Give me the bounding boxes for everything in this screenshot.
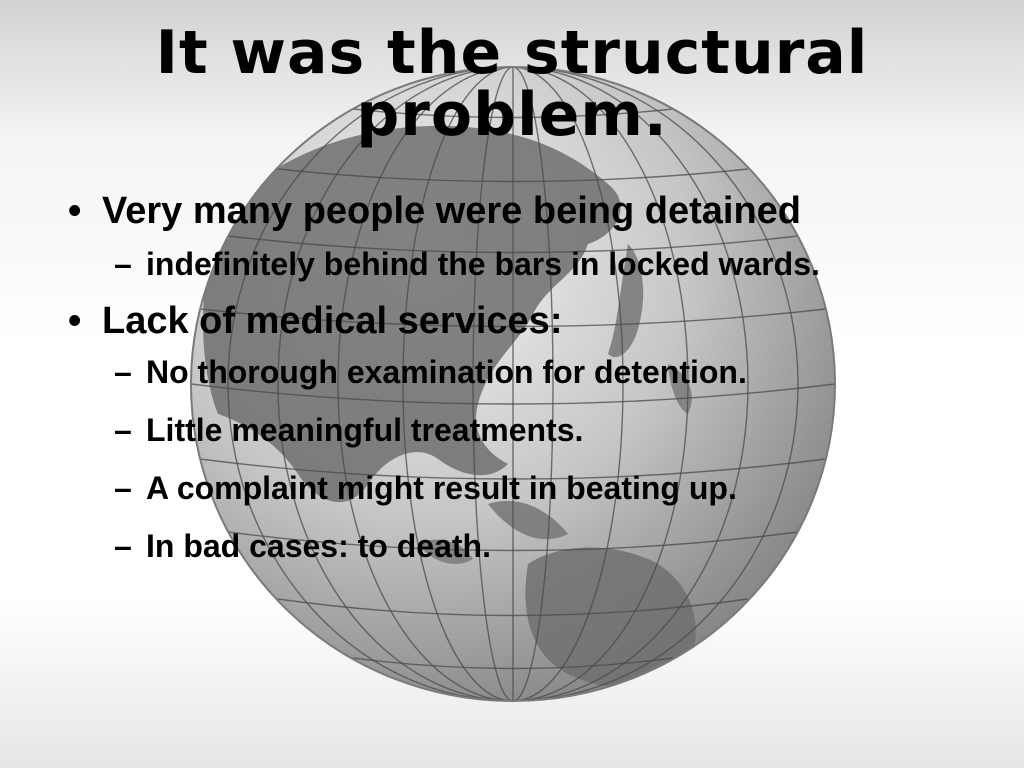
sub-bullet-text: Little meaningful treatments. bbox=[146, 412, 584, 448]
sub-bullet-text: In bad cases: to death. bbox=[146, 528, 491, 564]
bullet-icon: • bbox=[68, 190, 82, 232]
dash-icon: – bbox=[114, 412, 132, 448]
sub-bullet-text: A complaint might result in beating up. bbox=[146, 470, 737, 506]
dash-icon: – bbox=[114, 354, 132, 390]
dash-icon: – bbox=[114, 528, 132, 564]
bullet-text: Lack of medical services: bbox=[102, 300, 563, 342]
bullet-item: • Very many people were being detained –… bbox=[60, 188, 980, 288]
sub-bullet-list: – No thorough examination for detention.… bbox=[102, 350, 980, 568]
sub-bullet-text: indefinitely behind the bars in locked w… bbox=[146, 246, 820, 282]
dash-icon: – bbox=[114, 470, 132, 506]
sub-bullet-text: No thorough examination for detention. bbox=[146, 354, 747, 390]
sub-bullet-item: – Little meaningful treatments. bbox=[102, 408, 980, 452]
sub-bullet-item: – A complaint might result in beating up… bbox=[102, 466, 980, 510]
bullet-icon: • bbox=[68, 300, 82, 342]
bullet-text: Very many people were being detained bbox=[102, 190, 802, 232]
sub-bullet-item: – indefinitely behind the bars in locked… bbox=[102, 240, 980, 288]
sub-bullet-list: – indefinitely behind the bars in locked… bbox=[102, 240, 980, 288]
dash-icon: – bbox=[114, 246, 132, 282]
sub-bullet-item: – In bad cases: to death. bbox=[102, 524, 980, 568]
bullet-item: • Lack of medical services: – No thoroug… bbox=[60, 298, 980, 568]
sub-bullet-item: – No thorough examination for detention. bbox=[102, 350, 980, 394]
globe-icon bbox=[190, 66, 836, 702]
slide-title: It was the structural problem. bbox=[155, 18, 869, 150]
bullet-list: • Very many people were being detained –… bbox=[60, 188, 980, 582]
